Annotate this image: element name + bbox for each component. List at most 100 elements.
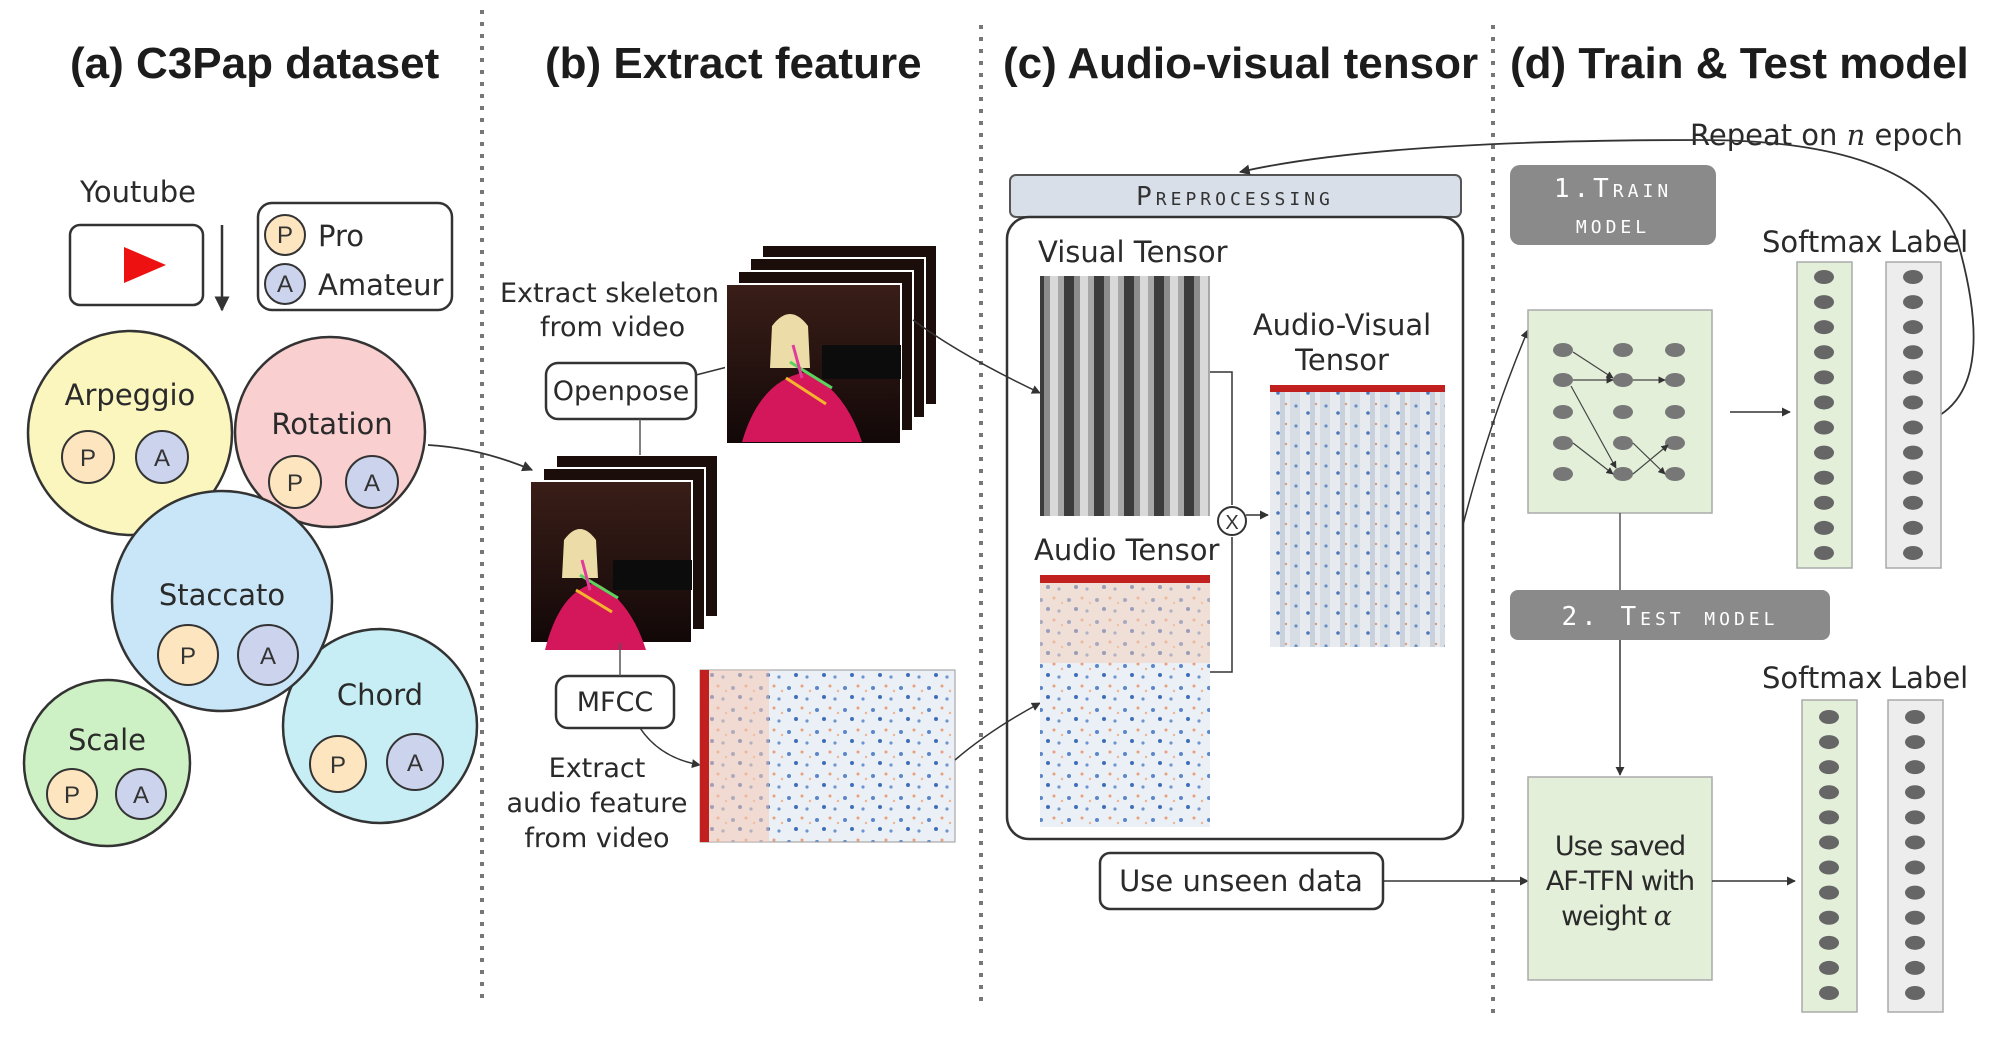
visual-tensor-label: Visual Tensor <box>1038 235 1228 269</box>
label-neuron <box>1905 860 1925 875</box>
skeleton-thumbnail <box>742 314 901 442</box>
train-label-1: 1.Train <box>1554 174 1672 204</box>
dataset-to-video-arrow <box>427 444 533 472</box>
unseen-data-box: Use unseen data <box>1098 851 1385 911</box>
mfcc-to-audio-arrow <box>954 702 1041 761</box>
audio-tensor-label: Audio Tensor <box>1034 533 1220 567</box>
audio-caption-3: from video <box>524 823 669 854</box>
skeleton-caption-2: from video <box>540 312 685 343</box>
train-stage-badge: 1.Train model <box>1510 165 1716 245</box>
arpeggio-pro-badge: P <box>80 445 96 472</box>
multiply-operator: X <box>1217 506 1247 536</box>
train-label-2: model <box>1576 210 1650 240</box>
av-tensor-label-1: Audio-Visual <box>1253 308 1431 342</box>
bubble-chord: Chord P A <box>281 627 479 825</box>
label-neuron <box>1905 810 1925 825</box>
audio-tensor-image <box>1040 575 1210 827</box>
label-neuron <box>1905 760 1925 775</box>
arpeggio-label: Arpeggio <box>65 378 196 412</box>
scale-label: Scale <box>68 723 146 757</box>
arpeggio-amateur-badge: A <box>154 445 170 472</box>
softmax-neuron <box>1814 520 1834 535</box>
openpose-box: Openpose <box>544 361 698 421</box>
softmax-neuron <box>1814 420 1834 435</box>
legend-pro-label: Pro <box>318 219 364 253</box>
unseen-data-label: Use unseen data <box>1119 864 1363 898</box>
repeat-var: n <box>1847 118 1866 152</box>
label-neuron <box>1905 785 1925 800</box>
label-neuron <box>1905 835 1925 850</box>
label-neuron <box>1903 520 1923 535</box>
av-tensor-image <box>1270 385 1445 647</box>
panel-b-title: (b) Extract feature <box>545 39 922 88</box>
saved-model-line-1: Use saved <box>1555 831 1685 862</box>
preprocessing-container <box>1005 215 1465 841</box>
preprocessing-label: Preprocessing <box>1136 182 1334 212</box>
softmax-neuron <box>1814 546 1834 560</box>
saved-model-box: Use saved AF-TFN with weight α <box>1527 776 1713 981</box>
bubble-scale: Scale P A <box>22 678 192 848</box>
label-neuron <box>1903 470 1923 485</box>
softmax-neuron <box>1814 395 1834 410</box>
bubble-rotation: Rotation P A <box>233 335 427 529</box>
scale-amateur-badge: A <box>133 782 149 809</box>
label-neuron <box>1905 960 1925 975</box>
softmax-neuron <box>1819 885 1839 900</box>
av-to-train-arrow <box>1462 329 1529 526</box>
label-neuron <box>1903 270 1923 284</box>
softmax-neuron <box>1814 495 1834 510</box>
legend-pro-badge: P <box>277 222 293 249</box>
mfcc-label: MFCC <box>577 687 654 718</box>
repeat-label: Repeat on n epoch <box>1690 118 1963 152</box>
skeleton-video-frames <box>725 244 938 445</box>
staccato-label: Staccato <box>159 578 285 612</box>
bubble-arpeggio: Arpeggio P A <box>26 329 234 537</box>
saved-model-line-3: weight α <box>1561 901 1672 932</box>
softmax-neuron <box>1819 960 1839 975</box>
tensor-connectors <box>1210 371 1233 673</box>
label-neuron <box>1905 935 1925 950</box>
panel-separators <box>480 10 1495 1015</box>
rotation-label: Rotation <box>271 407 392 441</box>
label-neuron <box>1903 370 1923 385</box>
softmax-neuron <box>1819 935 1839 950</box>
visual-tensor-image <box>1040 276 1210 516</box>
softmax-neuron <box>1819 986 1839 1000</box>
softmax-neuron <box>1814 470 1834 485</box>
mfcc-spectrogram <box>699 669 956 843</box>
repeat-post: epoch <box>1865 118 1963 152</box>
train-softmax-label: Softmax <box>1762 225 1882 259</box>
softmax-neuron <box>1819 810 1839 825</box>
label-neuron <box>1903 395 1923 410</box>
rotation-pro-badge: P <box>287 470 303 497</box>
youtube-icon <box>68 223 205 307</box>
label-neuron <box>1903 345 1923 360</box>
softmax-neuron <box>1814 370 1834 385</box>
label-neuron <box>1903 320 1923 335</box>
preprocessing-header: Preprocessing <box>1009 174 1462 218</box>
legend-amateur-label: Amateur <box>318 268 443 302</box>
train-network <box>1527 309 1713 514</box>
panel-c-title: (c) Audio-visual tensor <box>1003 39 1478 88</box>
chord-label: Chord <box>337 678 423 712</box>
legend-amateur-badge: A <box>277 271 293 298</box>
softmax-neuron <box>1819 910 1839 925</box>
train-softmax-column <box>1796 261 1853 569</box>
audio-caption-1: Extract <box>549 753 646 784</box>
train-label-column <box>1885 261 1942 569</box>
label-neuron <box>1905 910 1925 925</box>
label-neuron <box>1905 710 1925 724</box>
softmax-neuron <box>1814 320 1834 335</box>
mfcc-box: MFCC <box>554 674 676 730</box>
repeat-pre: Repeat on <box>1690 118 1847 152</box>
label-neuron <box>1903 420 1923 435</box>
weight-alpha: α <box>1654 901 1672 932</box>
bubble-staccato: Staccato P A <box>110 489 334 713</box>
pro-amateur-legend: P Pro A Amateur <box>256 201 454 312</box>
skeleton-to-visual-arrow <box>912 319 1041 394</box>
softmax-neuron <box>1819 760 1839 775</box>
label-neuron <box>1903 495 1923 510</box>
saved-model-line-2: AF-TFN with <box>1546 866 1694 897</box>
train-label-label: Label <box>1890 225 1968 259</box>
